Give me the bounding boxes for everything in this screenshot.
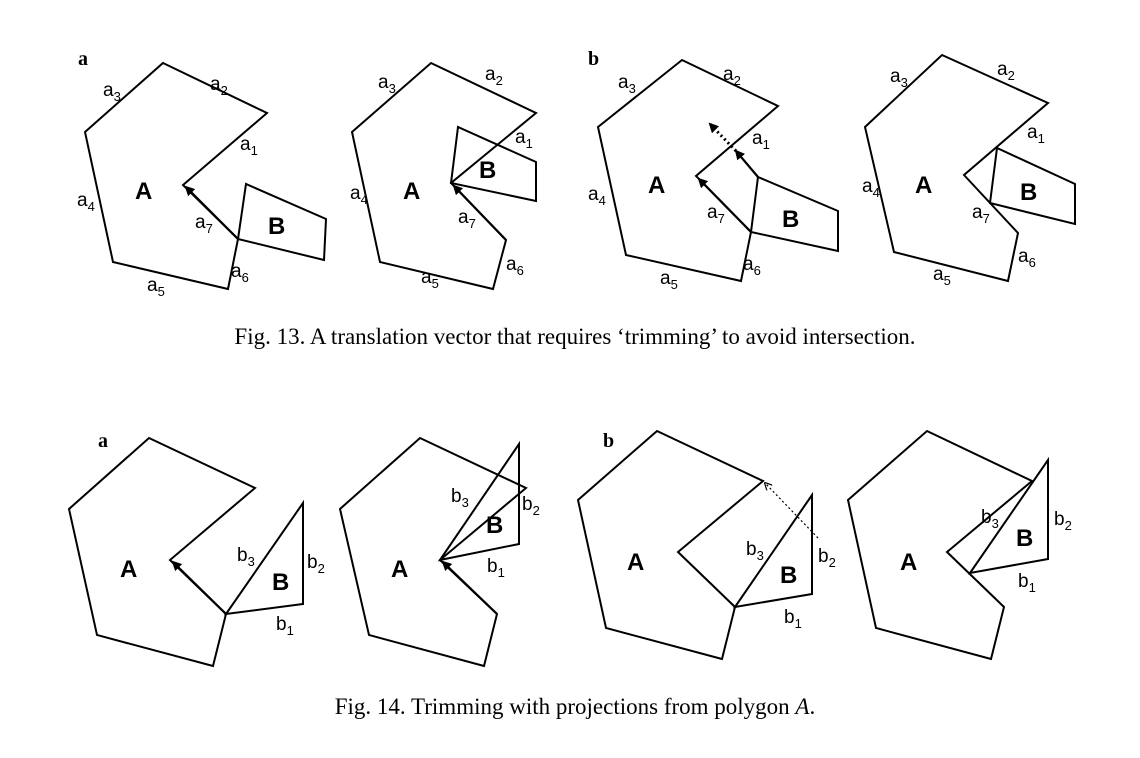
polygon-b-label: B [479, 157, 496, 184]
panel-label: a [78, 48, 88, 70]
panel-label: b [603, 430, 614, 452]
trimmed-arrow [734, 149, 759, 178]
polygon-b-label: B [1016, 525, 1033, 552]
fig13-panel-a-right: A B a3 a2 a1 a4 a7 a6 a5 [350, 61, 538, 291]
edge-label-a7: a7 [972, 202, 990, 226]
panel-label: a [98, 430, 108, 452]
edge-label-b1: b1 [1018, 571, 1036, 595]
polygon-b-label: B [1020, 179, 1037, 206]
edge-label-a7: a7 [195, 212, 213, 236]
polygon-b [449, 125, 537, 203]
polygon-a [596, 58, 780, 283]
edge-label-a5: a5 [421, 267, 439, 291]
edge-label-a5: a5 [660, 268, 678, 292]
polygon-b [967, 456, 1049, 575]
edge-label-a4: a4 [588, 184, 606, 208]
edge-label-a4: a4 [862, 176, 880, 200]
fig13-panel-b-right: A B a3 a2 a1 a4 a7 a6 a5 [862, 53, 1076, 288]
polygon-b-label: B [486, 512, 503, 539]
polygon-a-label: A [391, 556, 408, 583]
edge-label-b3: b3 [746, 539, 764, 563]
edge-label-b3: b3 [981, 507, 999, 531]
edge-label-a6: a6 [231, 261, 249, 285]
edge-label-b2: b2 [1054, 509, 1072, 533]
edge-label-a3: a3 [103, 80, 121, 104]
edge-label-b1: b1 [784, 607, 802, 631]
edge-label-b1: b1 [487, 556, 505, 580]
polygon-a [846, 429, 1034, 661]
polygon-a-label: A [915, 172, 932, 199]
polygon-a-label: A [403, 178, 420, 205]
edge-label-b2: b2 [522, 494, 540, 518]
projection-arrow [708, 122, 738, 153]
edge-label-a6: a6 [743, 254, 761, 278]
translation-arrow [441, 560, 498, 615]
fig14-panel-b-left: b A B b3 b2 b1 [576, 429, 836, 661]
fig14-panel-b-right: A B b3 b2 b1 [846, 429, 1072, 661]
edge-label-a5: a5 [933, 264, 951, 288]
edge-label-a1: a1 [752, 128, 770, 152]
polygon-b-label: B [272, 569, 289, 596]
edge-label-a6: a6 [506, 254, 524, 278]
edge-label-a1: a1 [1027, 122, 1045, 146]
fig14-panel-a-right: A B b3 b2 b1 [338, 436, 540, 668]
edge-label-a4: a4 [350, 183, 368, 207]
edge-label-b3: b3 [237, 545, 255, 569]
edge-label-a6: a6 [1018, 246, 1036, 270]
polygon-a [350, 61, 538, 291]
polygon-b [223, 499, 304, 616]
edge-label-a3: a3 [890, 66, 908, 90]
polygon-b [732, 491, 813, 609]
figure-caption: Fig. 14. Trimming with projections from … [335, 694, 815, 719]
polygon-a-label: A [648, 172, 665, 199]
polygon-b [749, 175, 839, 253]
projection-arrow [765, 483, 819, 539]
edge-label-a2: a2 [723, 64, 741, 88]
polygon-a [863, 53, 1050, 283]
fig13-panel-b-left: b A B a3 a2 a1 a4 a7 a6 a5 [588, 48, 839, 292]
polygon-a-label: A [627, 549, 644, 576]
figure-caption: Fig. 13. A translation vector that requi… [234, 324, 915, 349]
edge-label-a7: a7 [458, 207, 476, 231]
polygon-a [67, 436, 257, 668]
polygon-a [576, 429, 765, 661]
edge-label-a2: a2 [997, 59, 1015, 83]
polygon-b-label: B [782, 206, 799, 233]
polygon-b-label: B [268, 213, 285, 240]
edge-label-a3: a3 [378, 72, 396, 96]
polygon-b-label: B [780, 562, 797, 589]
fig13: a A B a3 a2 a1 a4 a7 a6 a5 A B a3 a2 a1 … [77, 48, 1076, 349]
edge-label-a1: a1 [515, 127, 533, 151]
edge-label-a2: a2 [210, 74, 228, 98]
translation-arrow [697, 177, 752, 233]
edge-label-b2: b2 [307, 552, 325, 576]
polygon-a [83, 61, 269, 291]
polygon-a-label: A [135, 178, 152, 205]
translation-arrow [171, 560, 227, 615]
fig14-panel-a-left: a A B b3 b2 b1 [67, 430, 325, 668]
fig13-panel-a-left: a A B a3 a2 a1 a4 a7 a6 a5 [77, 48, 328, 299]
polygon-a-label: A [120, 556, 137, 583]
translation-arrow [452, 184, 507, 241]
edge-label-a4: a4 [77, 190, 95, 214]
edge-label-b3: b3 [451, 486, 469, 510]
edge-label-a2: a2 [485, 64, 503, 88]
polygon-b [988, 146, 1076, 226]
panel-label: b [588, 48, 599, 70]
polygon-a [338, 436, 528, 668]
edge-label-b2: b2 [818, 546, 836, 570]
polygon-b [437, 440, 520, 562]
translation-arrow [184, 185, 239, 240]
edge-label-a3: a3 [618, 72, 636, 96]
edge-label-a5: a5 [147, 275, 165, 299]
edge-label-b1: b1 [276, 614, 294, 638]
edge-label-a1: a1 [240, 134, 258, 158]
edge-label-a7: a7 [707, 202, 725, 226]
fig14: a A B b3 b2 b1 A B b3 b2 b1 b A [67, 429, 1072, 719]
polygon-a-label: A [900, 549, 917, 576]
polygon-b [236, 182, 328, 262]
